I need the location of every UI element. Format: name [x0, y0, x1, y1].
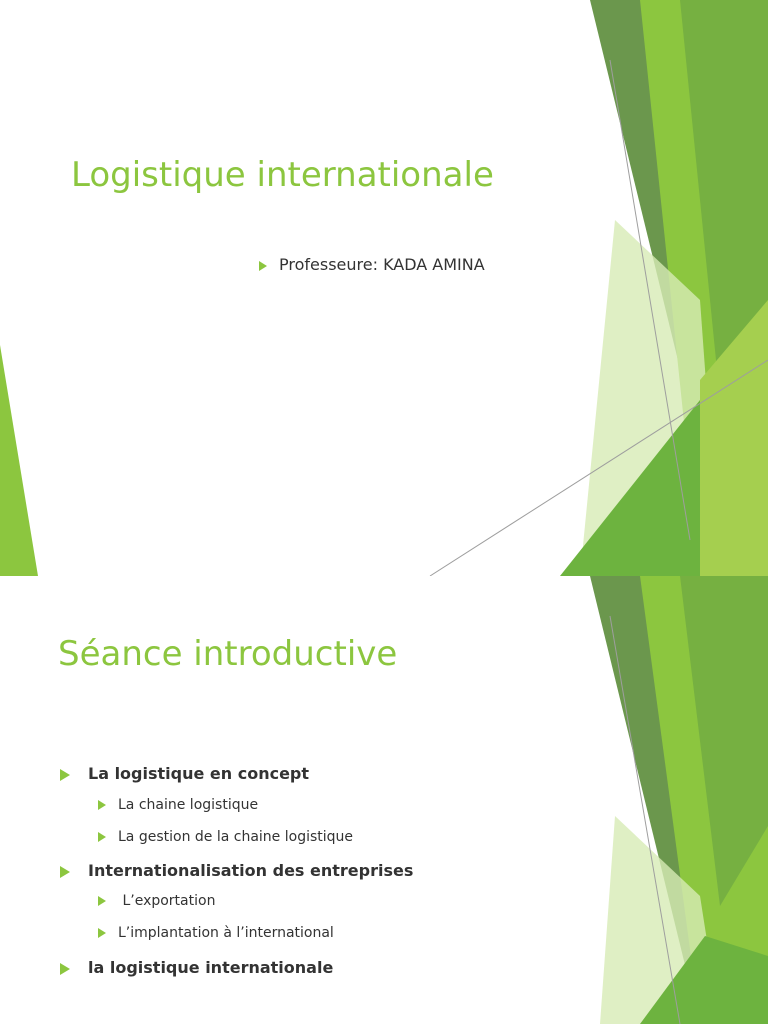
list-item: Professeure: KADA AMINA	[259, 255, 485, 274]
list-item: La logistique en concept	[60, 764, 309, 783]
slide-title: Séance introductive	[58, 634, 398, 674]
title-slide: Logistique internationale Professeure: K…	[0, 0, 768, 576]
list-item: La gestion de la chaine logistique	[98, 829, 353, 845]
list-item: L’exportation	[98, 893, 215, 909]
bullet-arrow-icon	[259, 260, 267, 271]
bullet-arrow-icon	[98, 928, 106, 938]
bullet-arrow-icon	[98, 832, 106, 842]
green-triangle-decoration	[0, 0, 768, 576]
content-slide: Séance introductive La logistique en con…	[0, 576, 768, 1024]
bullet-arrow-icon	[60, 962, 70, 975]
bullet-arrow-icon	[60, 865, 70, 878]
list-item: la logistique internationale	[60, 958, 333, 977]
list-item: La chaine logistique	[98, 797, 258, 813]
bullet-arrow-icon	[60, 768, 70, 781]
list-item: Internationalisation des entreprises	[60, 861, 413, 880]
list-item: L’implantation à l’international	[98, 925, 334, 941]
bullet-arrow-icon	[98, 896, 106, 906]
subtitle-text: Professeure: KADA AMINA	[279, 255, 485, 274]
bullet-arrow-icon	[98, 800, 106, 810]
green-triangle-decoration	[590, 576, 768, 1024]
slide-title: Logistique internationale	[71, 155, 494, 195]
